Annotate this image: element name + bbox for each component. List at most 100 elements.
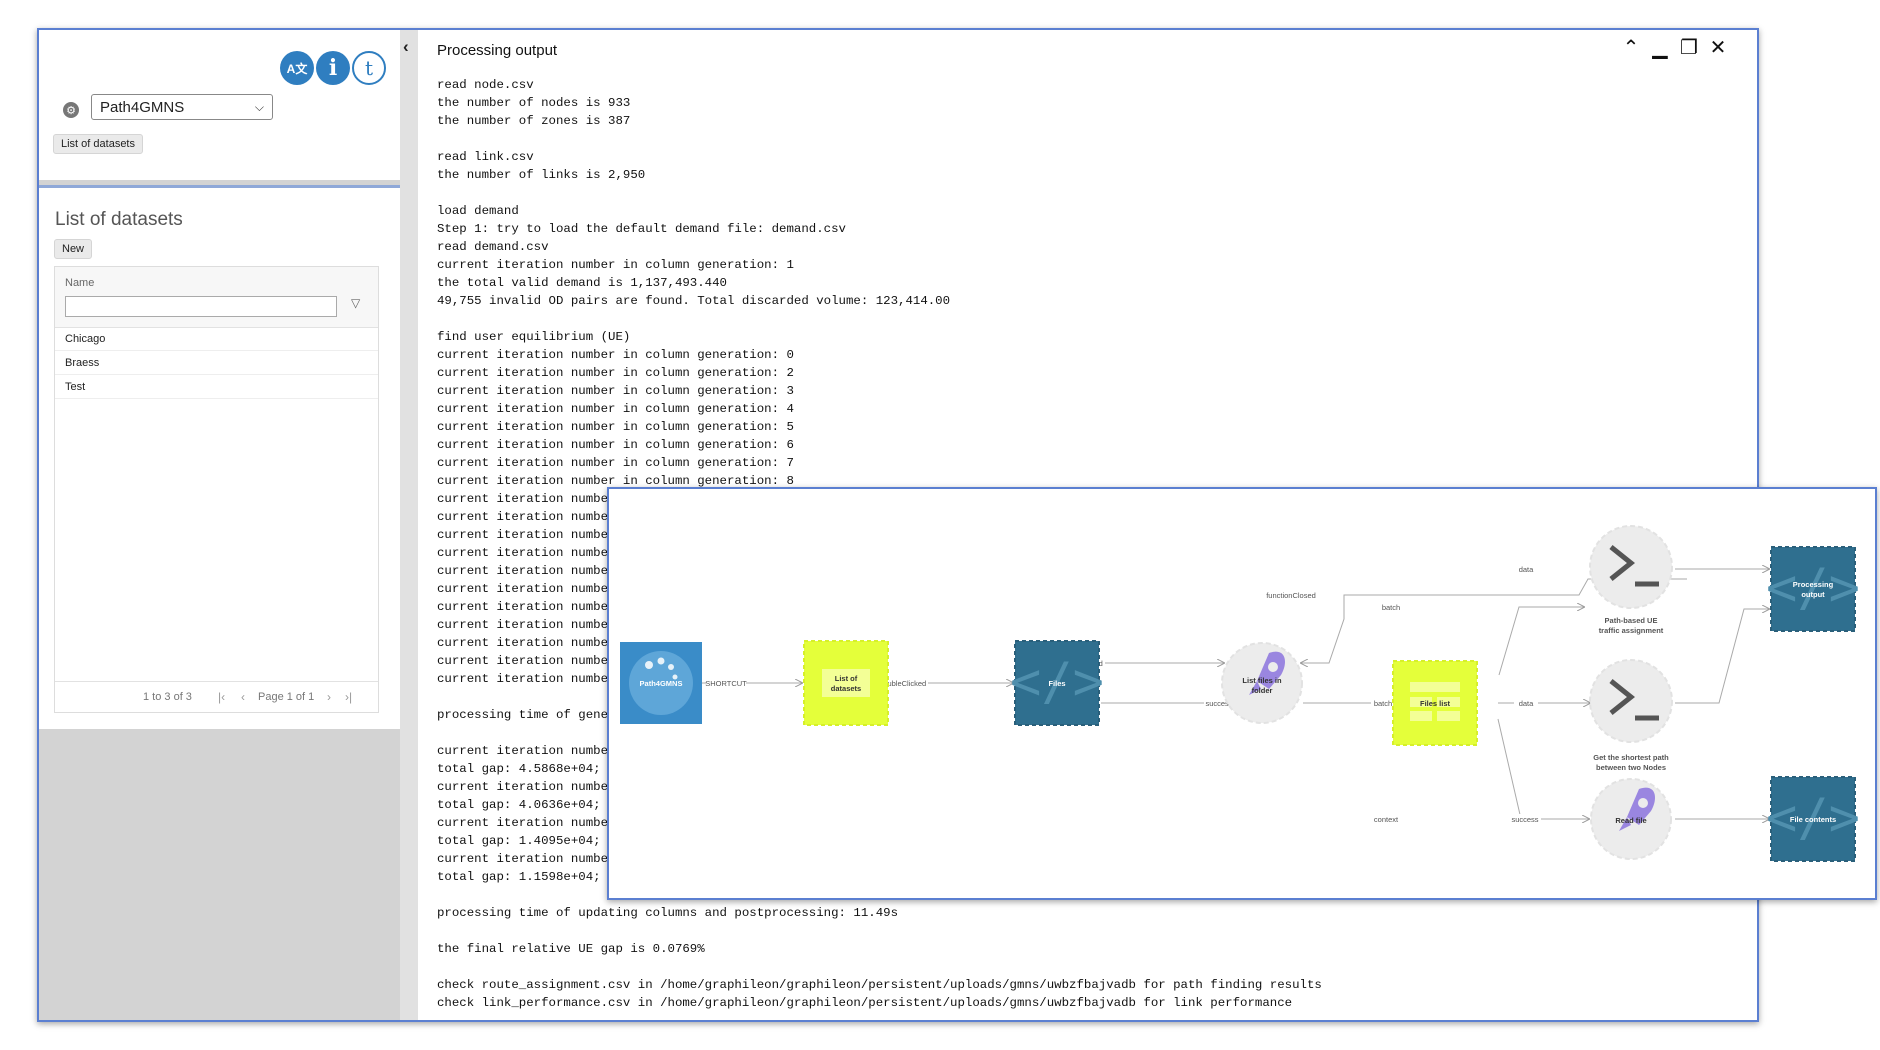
close-icon[interactable]: ✕	[1709, 37, 1727, 59]
node-files[interactable]: </> Files	[1010, 640, 1104, 726]
output-line: the final relative UE gap is 0.0769%	[437, 942, 705, 956]
output-line: current iteration number	[437, 546, 616, 560]
chevron-down-icon: ⌵	[254, 99, 264, 114]
node-label-list-files-1: List files in	[1242, 676, 1282, 685]
datasets-panel: List of datasets New Name ▽ Chicago Brae…	[39, 185, 400, 729]
filter-icon[interactable]: ▽	[351, 296, 361, 310]
output-line: total gap: 1.4095e+04;	[437, 834, 601, 848]
prev-page-icon[interactable]: ‹	[241, 690, 245, 704]
output-line: the number of nodes is 933	[437, 96, 631, 110]
list-of-datasets-button[interactable]: List of datasets	[53, 134, 143, 154]
window-controls: ⌃ ▁ ❐ ✕	[1622, 35, 1727, 60]
node-files-list[interactable]: Files list	[1392, 660, 1478, 746]
node-read-file[interactable]: Read file	[1590, 778, 1672, 860]
edge-label-context: context	[1374, 815, 1399, 824]
edge-label-shortcut: SHORTCUT	[705, 679, 747, 688]
output-line: current iteration number in column gener…	[437, 438, 794, 452]
output-line: read demand.csv	[437, 240, 549, 254]
edge-data-2	[1675, 609, 1769, 704]
table-row[interactable]: Test	[55, 375, 378, 399]
output-line: current iteration number in column gener…	[437, 384, 794, 398]
edge-label-success-2: success	[1511, 815, 1538, 824]
pager-page: Page 1 of 1	[258, 691, 315, 703]
node-shortest-path[interactable]: Get the shortest path between two Nodes	[1589, 659, 1673, 772]
grid-pager: 1 to 3 of 3 |‹ ‹ Page 1 of 1 › ›|	[55, 681, 378, 712]
edge-label-batch-1: batch	[1382, 603, 1400, 612]
diagram-edges	[692, 569, 1769, 819]
output-line: current iteration number	[437, 744, 616, 758]
output-line: current iteration number	[437, 492, 616, 506]
node-processing-output[interactable]: </> Processing output	[1766, 546, 1860, 632]
t-logo-icon[interactable]: t	[352, 51, 386, 85]
restore-icon[interactable]: ❐	[1680, 37, 1698, 59]
output-line: current iteration number in column gener…	[437, 402, 794, 416]
minimize-icon[interactable]: ▁	[1652, 37, 1668, 59]
output-line: total gap: 1.1598e+04;	[437, 870, 601, 884]
node-label-list-datasets-1: List of	[835, 674, 858, 683]
next-page-icon[interactable]: ›	[327, 690, 331, 704]
node-label-list-files-2: folder	[1252, 686, 1273, 695]
output-line: read node.csv	[437, 78, 534, 92]
output-line: current iteration number	[437, 816, 616, 830]
output-line: current iteration number	[437, 618, 616, 632]
output-line: Step 1: try to load the default demand f…	[437, 222, 846, 236]
output-line: current iteration number in column gener…	[437, 258, 794, 272]
chevron-up-icon[interactable]: ⌃	[1622, 37, 1640, 59]
node-list-of-datasets[interactable]: List of datasets	[803, 640, 889, 726]
node-label-processing-2: output	[1801, 590, 1825, 599]
node-path4gmns[interactable]: Path4GMNS	[620, 642, 702, 724]
output-line: current iteration number	[437, 852, 616, 866]
output-line: load demand	[437, 204, 519, 218]
last-page-icon[interactable]: ›|	[345, 690, 353, 704]
edge-context	[1497, 718, 1589, 819]
node-path-based-ue[interactable]: Path-based UE traffic assignment	[1589, 525, 1673, 635]
node-label-file-contents: File contents	[1790, 815, 1836, 824]
node-label-read-file: Read file	[1615, 816, 1646, 825]
svg-text:</>: </>	[1766, 788, 1860, 848]
output-line: current iteration number	[437, 636, 616, 650]
edge-label-function-closed: functionClosed	[1266, 591, 1316, 600]
panel-divider[interactable]	[400, 30, 418, 1020]
node-label-list-datasets-2: datasets	[831, 684, 861, 693]
output-line: current iteration number in column gener…	[437, 456, 794, 470]
first-page-icon[interactable]: |‹	[218, 690, 226, 704]
workflow-diagram: SHORTCUT rowDoubleClicked functionExecut…	[620, 525, 1860, 862]
translate-icon[interactable]: A文	[280, 51, 314, 85]
name-filter-input[interactable]	[65, 296, 337, 317]
info-icon[interactable]: i	[316, 51, 350, 85]
output-line: 49,755 invalid OD pairs are found. Total…	[437, 294, 951, 308]
output-line: current iteration number	[437, 600, 616, 614]
output-line: processing time of gener	[437, 708, 616, 722]
collapse-left-icon[interactable]: ‹	[403, 37, 409, 56]
output-line: current iteration number	[437, 780, 616, 794]
output-line: current iteration number	[437, 564, 616, 578]
node-list-files-in-folder[interactable]: List files in folder	[1221, 642, 1303, 724]
settings-icon[interactable]: ⚙	[63, 102, 79, 118]
node-label-files-list: Files list	[1420, 699, 1451, 708]
output-log: read node.csv the number of nodes is 933…	[437, 76, 1737, 1012]
caption-shortest-1: Get the shortest path	[1593, 753, 1669, 762]
output-line: current iteration number in column gener…	[437, 348, 794, 362]
grid-header: Name ▽	[55, 267, 378, 328]
column-header-name[interactable]: Name	[65, 277, 95, 289]
edge-function-closed	[1301, 578, 1687, 663]
node-label-processing-1: Processing	[1793, 580, 1834, 589]
output-line: find user equilibrium (UE)	[437, 330, 631, 344]
node-file-contents[interactable]: </> File contents	[1766, 776, 1860, 862]
workflow-diagram-window: SHORTCUT rowDoubleClicked functionExecut…	[607, 487, 1877, 900]
output-title: Processing output	[437, 42, 558, 59]
table-row[interactable]: Braess	[55, 351, 378, 375]
output-line: current iteration number	[437, 654, 616, 668]
app-select[interactable]: Path4GMNS ⌵	[91, 94, 273, 120]
output-line: the total valid demand is 1,137,493.440	[437, 276, 727, 290]
left-column: A文 i t ⚙ Path4GMNS ⌵ List of datasets Li…	[39, 30, 400, 1020]
output-line: check link_performance.csv in /home/grap…	[437, 996, 1293, 1010]
app-select-value: Path4GMNS	[100, 98, 185, 116]
output-line: total gap: 4.0636e+04;	[437, 798, 601, 812]
new-dataset-button[interactable]: New	[54, 239, 93, 259]
table-row[interactable]: Chicago	[55, 327, 378, 351]
edge-label-row-double-clicked: rowDoubleClicked	[866, 679, 926, 688]
pager-count: 1 to 3 of 3	[143, 691, 192, 703]
edge-label-data-2: data	[1519, 699, 1534, 708]
output-line: current iteration number in column gener…	[437, 420, 794, 434]
